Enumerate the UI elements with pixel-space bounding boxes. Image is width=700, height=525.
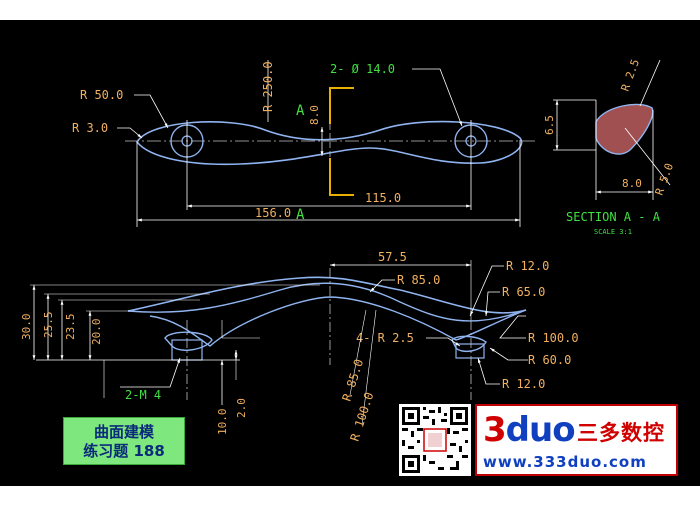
exercise-label: 曲面建模 练习题 188 bbox=[63, 417, 185, 465]
hole-dim-leader bbox=[412, 68, 463, 127]
dim-115-label: 115.0 bbox=[365, 191, 401, 205]
cad-drawing-svg: A A 8.0 115.0 156.0 R 50.0 R 250.0 R 3.0… bbox=[20, 57, 676, 443]
thread-label: 2-M 4 bbox=[125, 388, 161, 402]
r65-leader bbox=[484, 291, 500, 317]
front-view: 30.0 25.5 23.5 20.0 57.5 R 85.0 R 12.0 R… bbox=[20, 250, 579, 443]
top-view: A A 8.0 115.0 156.0 R 50.0 R 250.0 R 3.0… bbox=[72, 60, 535, 227]
brand-logo-digit: 3 bbox=[483, 410, 507, 450]
qr-code-graphic bbox=[399, 404, 471, 476]
exercise-subtitle: 练习题 188 bbox=[83, 442, 165, 460]
r85-top-label: R 85.0 bbox=[397, 273, 440, 287]
dim-8-label: 8.0 bbox=[308, 105, 321, 125]
dim-156-label: 156.0 bbox=[255, 206, 291, 220]
r50-leader bbox=[134, 94, 169, 129]
dim-6-5-label: 6.5 bbox=[543, 115, 556, 135]
right-foot bbox=[451, 335, 487, 353]
section-title: SECTION A - A bbox=[566, 210, 661, 224]
handle-plan-outline bbox=[136, 120, 523, 166]
r100-right-label: R 100.0 bbox=[528, 331, 579, 345]
r12-bottom-leader bbox=[477, 357, 500, 385]
section-label-bottom: A bbox=[296, 207, 305, 223]
r60-leader bbox=[489, 347, 528, 361]
r60-label: R 60.0 bbox=[528, 353, 571, 367]
section-view: 6.5 8.0 R 2.5 R 5.0 SECTION A - A SCALE … bbox=[543, 57, 676, 236]
r12-bottom-label: R 12.0 bbox=[502, 377, 545, 391]
dim-2-label: 2.0 bbox=[235, 398, 248, 418]
drawing-canvas: A A 8.0 115.0 156.0 R 50.0 R 250.0 R 3.0… bbox=[0, 20, 700, 486]
brand-logo: 3duo bbox=[483, 410, 576, 450]
section-profile bbox=[595, 103, 654, 155]
brand-panel: 3duo 三多数控 www.333duo.com bbox=[475, 404, 678, 476]
qr-code bbox=[399, 404, 471, 476]
r50-label: R 50.0 bbox=[80, 88, 123, 102]
section-label-top: A bbox=[296, 103, 305, 119]
r2-5-side-label: 4- R 2.5 bbox=[356, 331, 414, 345]
r3-text: R 3.0 bbox=[72, 121, 108, 135]
r85-left-leader bbox=[349, 309, 367, 396]
thread-leader bbox=[120, 357, 181, 388]
brand-url: www.333duo.com bbox=[483, 453, 647, 471]
exercise-title: 曲面建模 bbox=[93, 423, 154, 441]
r65-label: R 65.0 bbox=[502, 285, 545, 299]
r2-5-section-label: R 2.5 bbox=[619, 57, 643, 93]
r5-section-label: R 5.0 bbox=[653, 161, 677, 197]
r2-5-side-leader bbox=[426, 337, 461, 347]
r12-top-leader bbox=[469, 265, 504, 317]
section-scale: SCALE 3:1 bbox=[594, 228, 632, 236]
dim-23-5-label: 23.5 bbox=[64, 314, 77, 341]
r250-label: R 250.0 bbox=[261, 61, 275, 112]
dim-10-label: 10.0 bbox=[216, 409, 229, 436]
right-foot-base bbox=[455, 343, 485, 359]
left-foot bbox=[164, 331, 213, 351]
brand-chinese-name: 三多数控 bbox=[577, 421, 665, 445]
r100-left-leader bbox=[361, 309, 377, 426]
r5-section-leader bbox=[624, 127, 671, 186]
hole-dim-label: 2- Ø 14.0 bbox=[330, 62, 395, 76]
handle-side-outline-mid bbox=[127, 282, 527, 322]
r12-top-label: R 12.0 bbox=[506, 259, 549, 273]
r2-5-section-leader bbox=[639, 59, 661, 107]
section-cut-top bbox=[329, 87, 354, 124]
dim-25-5-label: 25.5 bbox=[42, 312, 55, 339]
r3-leader bbox=[117, 127, 143, 139]
dim-30-label: 30.0 bbox=[20, 314, 33, 341]
brand-logo-text: duo bbox=[505, 410, 576, 450]
section-cut-bottom bbox=[329, 158, 354, 196]
r100-right-leader bbox=[499, 315, 526, 339]
dim-57-5-label: 57.5 bbox=[378, 250, 407, 264]
dim-20-label: 20.0 bbox=[90, 319, 103, 346]
r85-top-leader bbox=[369, 279, 395, 293]
dim-8-section-label: 8.0 bbox=[622, 177, 642, 190]
